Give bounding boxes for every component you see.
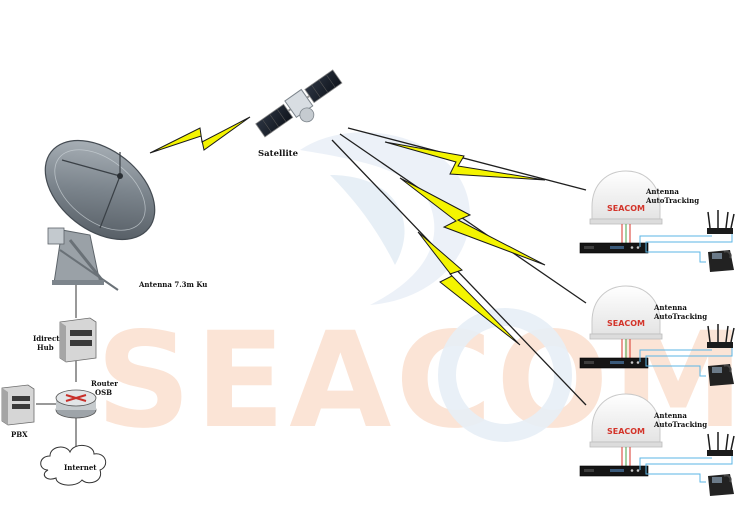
remote-site-2: SEACOM Antenna AutoTracking xyxy=(579,285,735,386)
dome-brand-text: SEACOM xyxy=(607,427,645,436)
autotracking-antenna-icon: SEACOM xyxy=(579,170,663,254)
signal-bolt-site-3 xyxy=(417,231,521,346)
idirect-hub-label-line2: Hub xyxy=(37,343,54,352)
wifi-router-icon xyxy=(707,210,735,234)
site-3-label-line2: AutoTracking xyxy=(653,420,707,429)
signal-bolt-hub xyxy=(149,116,251,154)
remote-site-3: SEACOM Antenna AutoTracking xyxy=(579,393,735,496)
router-label-line2: OSB xyxy=(95,388,112,397)
idirect-hub-server-icon xyxy=(59,317,97,363)
pbx-server-icon xyxy=(1,384,35,426)
lan-cabling xyxy=(639,346,733,377)
site-2-label-line2: AutoTracking xyxy=(653,312,707,321)
hub-wiring xyxy=(36,285,77,448)
signal-bolt-site-2 xyxy=(399,177,546,266)
lan-cabling xyxy=(639,454,733,483)
idirect-hub-label-line1: Idirect xyxy=(33,334,60,343)
router-label-line1: Router xyxy=(91,379,118,388)
wifi-router-icon xyxy=(707,324,735,348)
remote-site-1: SEACOM Antenna AutoTracking xyxy=(579,170,735,272)
ip-phone-icon xyxy=(708,250,734,272)
autotracking-antenna-icon: SEACOM xyxy=(579,285,663,369)
satellite-label: Satellite xyxy=(258,149,299,159)
dome-brand-text: SEACOM xyxy=(607,204,645,213)
lan-cabling xyxy=(639,232,733,263)
site-3-label-line1: Antenna xyxy=(653,411,687,420)
wifi-router-icon xyxy=(707,432,735,456)
hub-dish-antenna-icon xyxy=(44,139,156,291)
ip-phone-icon xyxy=(708,364,734,386)
internet-cloud-icon xyxy=(40,445,107,486)
pbx-label: PBX xyxy=(11,430,28,439)
site-2-label-line1: Antenna xyxy=(653,303,687,312)
hub-antenna-label: Antenna 7.3m Ku xyxy=(138,280,207,289)
signal-bolt-site-1 xyxy=(384,141,546,181)
satellite-icon xyxy=(255,69,343,138)
site-1-label-line1: Antenna xyxy=(645,187,679,196)
ip-phone-icon xyxy=(708,474,734,496)
internet-label: Internet xyxy=(64,463,97,472)
router-icon xyxy=(55,389,97,419)
dome-brand-text: SEACOM xyxy=(607,319,645,328)
satellite-links xyxy=(331,127,587,406)
site-1-label-line2: AutoTracking xyxy=(645,196,699,205)
autotracking-antenna-icon: SEACOM xyxy=(579,393,663,477)
